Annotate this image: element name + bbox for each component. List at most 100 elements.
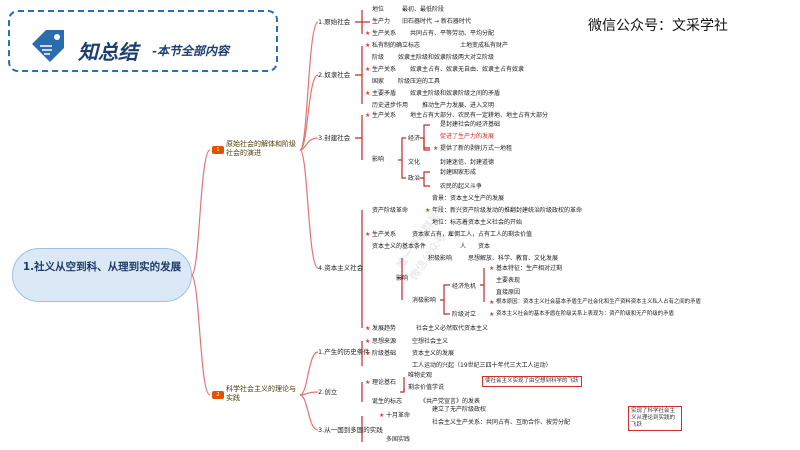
section-1: 原始社会的解体和阶级社会的演进 xyxy=(226,140,296,157)
node-status: 地位 xyxy=(372,6,385,13)
node-crisis-direct-cause: 直接原因 xyxy=(496,289,521,296)
node-development-trend-value: 社会主义必然取代资本主义 xyxy=(416,325,489,332)
node-relations-value: 共同占有、平等劳动、平均分配 xyxy=(410,30,495,37)
node-october-revolution: 十月革命 xyxy=(386,412,411,419)
node-class: 阶级 xyxy=(372,54,385,61)
node-positive-impact-value: 思想解放、科学、教育、文化发展 xyxy=(468,255,559,262)
node-condition-capital: 资本 xyxy=(478,243,491,250)
section-2: 科学社会主义的理论与实践 xyxy=(226,385,296,402)
wechat-account-label: 微信公众号：文采学社 xyxy=(588,18,728,34)
node-feudal-relations-value: 地主占有大部分、农民有一定耕地、地主占有大部分 xyxy=(410,112,549,119)
node-progress-role-value: 推动生产力发展、进入文明 xyxy=(422,102,495,109)
node-class-basis: 阶级基础 xyxy=(372,350,397,357)
node-class-opposition-value: 资本主义社会的基本矛盾在阶级关系上表现为：资产阶级和无产阶级的矛盾 xyxy=(496,311,674,317)
node-relations: 生产关系 xyxy=(372,30,397,37)
node-condition-people: 人 xyxy=(460,243,467,250)
node-crisis-manifestation: 主要表现 xyxy=(496,277,521,284)
star-icon: ★ xyxy=(365,231,371,238)
star-icon: ★ xyxy=(379,412,385,419)
node-class-opposition: 阶级对立 xyxy=(452,311,477,318)
node-class-basis-value: 资本主义的发展 xyxy=(412,350,455,357)
node-thought-source: 思想来源 xyxy=(372,338,397,345)
node-slave-society: 2.奴隶社会 xyxy=(318,71,351,79)
star-icon: ★ xyxy=(365,325,371,332)
star-icon: ★ xyxy=(489,311,495,318)
star-icon: ★ xyxy=(365,42,371,49)
star-icon: ★ xyxy=(365,338,371,345)
node-feudal-impact: 影响 xyxy=(372,156,385,163)
node-basic-conditions: 资本主义的基本条件 xyxy=(372,243,427,250)
node-economy-c: 提供了新的剥削方式一地租 xyxy=(440,145,513,152)
section-badge-2: 2 xyxy=(212,391,224,399)
node-productivity-value: 旧石器时代 → 新石器时代 xyxy=(402,18,471,25)
node-historical-conditions: 1.产生的历史条件 xyxy=(318,348,370,356)
star-icon: ★ xyxy=(365,112,371,119)
node-multi-country-practice: 多国实践 xyxy=(386,436,411,443)
node-historical-materialism: 唯物史观 xyxy=(408,372,433,379)
logo-title: 知总结 xyxy=(78,40,138,64)
star-icon: ★ xyxy=(365,379,371,386)
node-capitalist-impact: 影响 xyxy=(396,275,409,282)
node-slave-relations: 生产关系 xyxy=(372,66,397,73)
node-feudal-relations: 生产关系 xyxy=(372,112,397,119)
note-theory-to-practice: 实现了科学社会主义从理论到实践的飞跃 xyxy=(628,406,682,432)
node-politics-a: 封建国家形成 xyxy=(440,169,477,176)
node-founding: 2.创立 xyxy=(318,388,338,396)
node-crisis-feature: 基本特征：生产相对过剩 xyxy=(496,265,563,272)
node-private-ownership-value: 土地变成私有财产 xyxy=(460,42,509,49)
star-icon: ★ xyxy=(489,299,495,306)
node-economy-b: 促进了生产力的发展 xyxy=(440,133,495,140)
node-socialist-relations: 社会主义生产关系：共同占有、互助合作、按劳分配 xyxy=(432,419,571,426)
node-birth-mark-value: 《共产党宣言》的发表 xyxy=(420,398,481,405)
node-primitive-society: 1.原始社会 xyxy=(318,18,351,26)
star-icon: ★ xyxy=(433,145,439,152)
star-icon: ★ xyxy=(365,66,371,73)
node-private-ownership: 私有制的确立标志 xyxy=(372,42,421,49)
node-theory-foundation: 理论基石 xyxy=(372,379,397,386)
node-revolution-status: 地位：标志着资本主义社会的开始 xyxy=(432,219,523,226)
node-state-value: 阶级压迫的工具 xyxy=(398,78,441,85)
node-feudal-society: 3.封建社会 xyxy=(318,134,351,142)
node-bourgeois-revolution: 资产阶级革命 xyxy=(372,207,409,214)
node-class-value: 奴隶主阶级和奴隶阶级两大对立阶级 xyxy=(398,54,495,61)
node-surplus-value: 剩余价值学说 xyxy=(408,384,445,391)
node-politics-b: 农民的起义斗争 xyxy=(440,183,483,190)
node-revolution-background: 背景：资本主义生产的发展 xyxy=(432,195,505,202)
node-state: 国家 xyxy=(372,78,385,85)
node-capitalist-relations: 生产关系 xyxy=(372,231,397,238)
logo-subtitle: -本节全部内容 xyxy=(152,44,229,58)
node-main-conflict: 主要矛盾 xyxy=(372,90,397,97)
node-economy: 经济 xyxy=(408,135,421,142)
logo-box: 知总结 -本节全部内容 xyxy=(8,10,278,72)
node-october-revolution-value: 建立了无产阶级政权 xyxy=(432,406,487,413)
section-badge-1: 1 xyxy=(212,146,224,154)
node-capitalist-society: 4.资本主义社会 xyxy=(318,264,364,272)
star-icon: ★ xyxy=(365,30,371,37)
node-crisis-root-cause: 根本原因：资本主义社会基本矛盾生产社会化和生产资料资本主义私人占有之间的矛盾 xyxy=(496,299,701,305)
node-negative-impact: 消极影响 xyxy=(412,297,437,304)
note-leap-to-science: 使社会主义实现了由空想到科学的飞跃 xyxy=(482,376,582,388)
node-slave-relations-value: 奴隶主占有、奴隶无自由、奴隶主占有奴隶 xyxy=(410,66,525,73)
star-icon: ★ xyxy=(365,350,371,357)
node-practice: 3.从一国到多国的实践 xyxy=(318,426,383,434)
node-economic-crisis: 经济危机 xyxy=(452,283,477,290)
node-politics: 政治 xyxy=(408,175,421,182)
node-main-conflict-value: 奴隶主阶级和奴隶阶级之间的矛盾 xyxy=(410,90,501,97)
node-revolution-nature: 年段：新兴资产阶级发动的推翻封建统治阶级政权的革命 xyxy=(432,207,583,214)
tag-icon xyxy=(32,30,64,62)
node-productivity: 生产力 xyxy=(372,18,391,25)
node-capitalist-relations-value: 资本家占有，雇佣工人，占有工人的剩余价值 xyxy=(412,231,533,238)
node-economy-a: 是封建社会的经济基础 xyxy=(440,121,501,128)
node-birth-mark: 诞生的标志 xyxy=(372,398,403,405)
node-thought-source-value: 空想社会主义 xyxy=(412,338,449,345)
node-culture-value: 封建迷信、封建道德 xyxy=(440,159,495,166)
node-positive-impact: 积极影响 xyxy=(428,255,453,262)
root-topic: 1.社义从空到科、从理到实的发展 xyxy=(12,248,192,302)
star-icon: ★ xyxy=(365,90,371,97)
node-development-trend: 发展趋势 xyxy=(372,325,397,332)
node-progress-role: 历史进步作用 xyxy=(372,102,409,109)
root-topic-label: 1.社义从空到科、从理到实的发展 xyxy=(22,261,182,273)
node-culture: 文化 xyxy=(408,159,421,166)
